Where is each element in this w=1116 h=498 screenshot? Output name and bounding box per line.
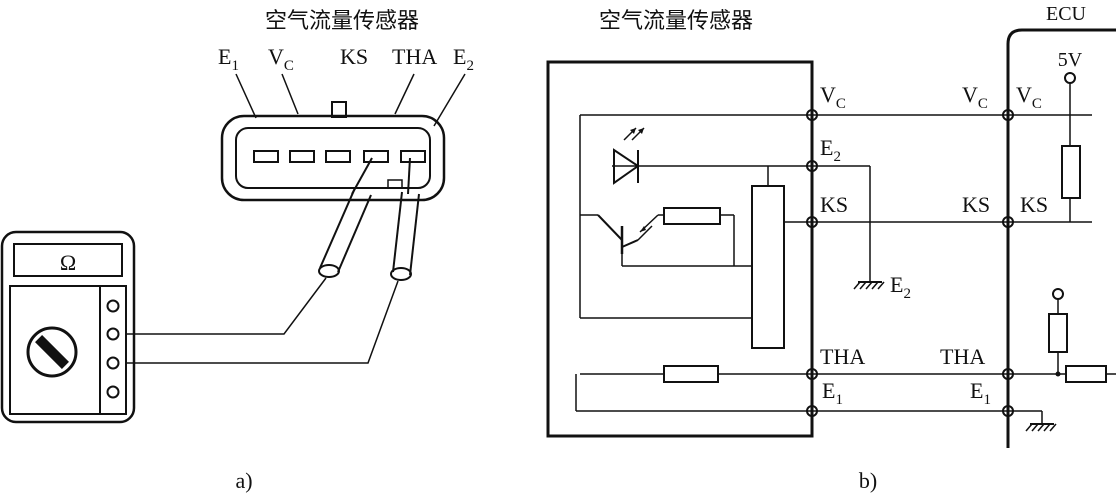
panel-a-title: 空气流量传感器 — [265, 9, 419, 34]
selector-dial-icon — [26, 326, 78, 378]
ground-icon — [853, 281, 885, 290]
ecu-pullup-resistor — [1061, 145, 1081, 199]
supply-5v-label: 5V — [1058, 49, 1083, 71]
pin-label-tha: THA — [392, 44, 437, 69]
meter-jack — [106, 299, 120, 313]
pin-leader-lines — [235, 73, 466, 127]
ecu-internals: 5V — [1025, 49, 1116, 432]
probe-right — [390, 157, 420, 281]
intake-air-thermistor — [663, 365, 719, 383]
sensor-terminal-ks: KS — [820, 192, 848, 217]
sensor-resistor — [663, 207, 721, 225]
sensor-connector — [220, 101, 446, 202]
pin-label-vc: VC — [268, 44, 294, 74]
probe-left — [318, 157, 373, 278]
meter-display-symbol: Ω — [60, 250, 76, 275]
multimeter: Ω — [0, 230, 136, 424]
caption-b: b) — [859, 468, 877, 493]
ecu-label: ECU — [1046, 3, 1087, 25]
caption-a: a) — [235, 468, 252, 493]
pin-label-e1: E1 — [218, 44, 239, 74]
ground-label-e2: E2 — [890, 272, 911, 302]
sensor-terminal-tha: THA — [820, 344, 865, 369]
ecu-terminal-ks-inner: KS — [1020, 192, 1048, 217]
phototransistor-icon — [580, 214, 752, 267]
meter-jack — [106, 356, 120, 370]
signal-processing-block — [751, 185, 785, 349]
ecu-terminals — [1002, 109, 1014, 417]
ecu-terminal-vc-outer: VC — [962, 82, 988, 112]
ecu-terminal-tha-outer: THA — [940, 344, 985, 369]
led-icon — [613, 127, 645, 185]
meter-jack — [106, 327, 120, 341]
ecu-terminal-vc-inner: VC — [1016, 82, 1042, 112]
ecu-tha-load-resistor — [1065, 365, 1107, 383]
ecu-terminal-e1-outer: E1 — [970, 378, 991, 408]
wiring — [575, 114, 1092, 412]
sensor-housing — [546, 60, 814, 438]
pin-label-ks: KS — [340, 44, 368, 69]
ecu-housing — [1006, 28, 1116, 448]
panel-b-title: 空气流量传感器 — [599, 9, 753, 34]
test-lead-1 — [127, 277, 327, 335]
test-lead-2 — [127, 280, 399, 364]
pin-label-e2: E2 — [453, 44, 474, 74]
sensor-terminal-e2: E2 — [820, 135, 841, 165]
panel-b: 空气流量传感器 ECU — [546, 3, 1116, 493]
sensor-terminal-vc: VC — [820, 82, 846, 112]
sensor-terminal-e1: E1 — [822, 378, 843, 408]
panel-a: 空气流量传感器 E1 VC KS THA E2 — [0, 9, 474, 493]
sensor-terminals — [806, 109, 818, 417]
meter-jack — [106, 385, 120, 399]
ecu-terminal-ks-outer: KS — [962, 192, 990, 217]
ecu-tha-resistor — [1048, 313, 1068, 353]
